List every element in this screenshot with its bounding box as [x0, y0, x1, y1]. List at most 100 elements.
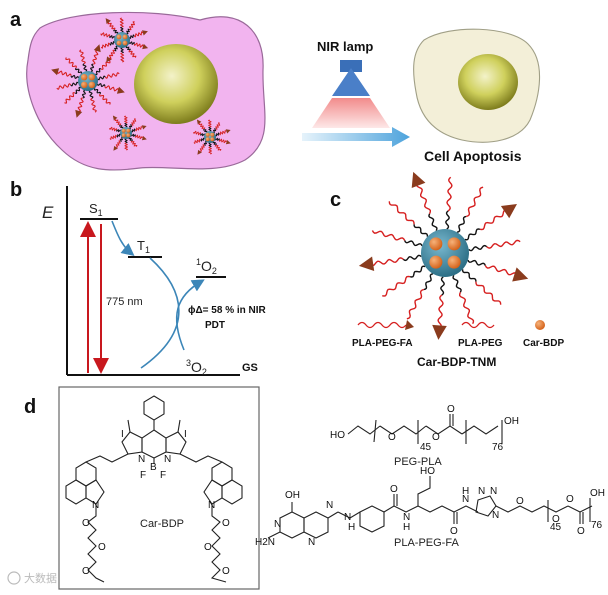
pla-segment [208, 142, 212, 148]
fa-o-peg-2: O [552, 514, 560, 525]
pla-segment [413, 224, 429, 237]
peg-segment [120, 52, 125, 63]
folate-ligand-icon [112, 115, 118, 121]
car-bdp-dot-icon [122, 40, 128, 46]
peg-segment [100, 42, 111, 49]
peg-segment [198, 123, 206, 130]
pla-segment [126, 28, 130, 35]
folate-ligand-icon [358, 256, 375, 271]
peg-pla-oh: OH [504, 416, 519, 427]
legend-pla-peg-fa-label: PLA-PEG-FA [352, 338, 413, 349]
pla-segment [131, 133, 136, 138]
peg-segment [109, 134, 118, 141]
pla-segment [82, 63, 88, 72]
pla-segment [95, 68, 102, 76]
pla-peg-fa-structure: OH H2N N N N H N O HO N H O N H N N N O … [255, 466, 605, 548]
pla-segment [119, 137, 124, 142]
peg-segment [382, 275, 411, 297]
pla-segment [128, 124, 133, 129]
car-bdp-dot-icon [429, 237, 443, 251]
nanoparticle-4 [193, 119, 231, 155]
legend: PLA-PEG-FA PLA-PEG Car-BDP [352, 320, 564, 349]
car-bdp-frame [58, 386, 260, 590]
fa-o-amide-2: O [450, 526, 458, 537]
quantum-yield-label: ϕΔ= 58 % in NIR [188, 305, 267, 316]
fa-oh-pteridine: OH [285, 490, 300, 501]
panel-letter-c: c [330, 189, 341, 211]
pla-segment [97, 83, 106, 88]
fa-n-pteridine-2: N [308, 537, 315, 548]
peg-segment [484, 265, 519, 276]
lamp-head-icon [340, 60, 362, 72]
atom-b: B [150, 462, 157, 473]
micelle-core [421, 229, 469, 277]
pla-segment [124, 122, 128, 128]
pla-segment [131, 128, 136, 133]
pla-segment [428, 213, 438, 231]
pla-segment [215, 137, 220, 142]
cell-nanoparticles [51, 17, 231, 155]
car-bdp-dot-icon [205, 132, 210, 137]
peg-segment [134, 125, 143, 132]
car-bdp-dot-icon [88, 74, 96, 81]
peg-segment [124, 142, 129, 151]
car-bdp-dot-icon [81, 81, 88, 89]
folate-ligand-icon [141, 136, 147, 141]
pla-segment [200, 137, 205, 142]
atom-n-carbazole-left: N [92, 500, 99, 511]
fa-h-amide-2: H [462, 486, 469, 497]
folate-ligand-icon [105, 18, 111, 24]
pla-segment [97, 75, 106, 81]
pla-segment [124, 138, 128, 144]
folate-ligand-icon [225, 140, 231, 145]
nanomicelle-title: Car-BDP-TNM [417, 355, 496, 369]
atom-i-left: I [121, 429, 124, 440]
pla-segment [81, 90, 86, 99]
peg-pla-o-carbonyl: O [447, 404, 455, 415]
car-bdp-dot-icon [122, 34, 128, 40]
folate-ligand-icon [51, 68, 60, 76]
apoptotic-nucleus [458, 54, 518, 110]
peg-segment [475, 281, 502, 305]
pla-segment [461, 269, 477, 282]
pla-segment [74, 86, 81, 94]
atom-o-chain-right-1: O [222, 518, 230, 529]
isc-arrow [111, 220, 135, 257]
folate-ligand-icon [75, 109, 83, 118]
watermark: 大数据 [24, 571, 57, 585]
s1-label: S1 [89, 201, 103, 218]
pla-segment [114, 45, 118, 52]
pla-segment [70, 81, 79, 87]
panel-letter-d: d [24, 396, 36, 418]
triplet-oxygen-label: 3O2 [186, 358, 207, 377]
car-bdp-dot-icon [121, 128, 126, 133]
nir-lamp-label: NIR lamp [317, 39, 373, 54]
peg-segment [128, 50, 137, 58]
peg-segment [199, 144, 205, 152]
folate-ligand-icon [116, 86, 125, 94]
peg-segment [207, 119, 212, 128]
micelle-core [120, 127, 132, 139]
t1-label: T1 [137, 238, 150, 255]
pla-segment [129, 34, 135, 39]
pla-segment [113, 29, 119, 34]
atom-o-chain-left-3: O [82, 566, 90, 577]
pla-segment [116, 128, 121, 133]
atom-n-carbazole-right: N [208, 500, 215, 511]
legend-car-bdp-icon [535, 320, 545, 330]
fa-n-pteridine-3: N [326, 500, 333, 511]
folate-ligand-icon [141, 125, 147, 130]
large-nanomicelle [358, 171, 529, 340]
peg-segment [65, 57, 77, 69]
car-bdp-dot-icon [116, 40, 122, 46]
pla-segment [125, 46, 131, 51]
peg-segment [218, 138, 227, 144]
pla-segment [119, 124, 124, 129]
lamp-cone-icon [332, 68, 370, 96]
peg-segment [193, 130, 202, 136]
peg-segment [133, 42, 144, 48]
pla-segment [203, 128, 208, 133]
folate-ligand-icon [512, 267, 529, 282]
fa-oh-terminal: OH [590, 488, 605, 499]
car-bdp-structure: I I N N B F F N N O O O O O O [65, 395, 243, 583]
